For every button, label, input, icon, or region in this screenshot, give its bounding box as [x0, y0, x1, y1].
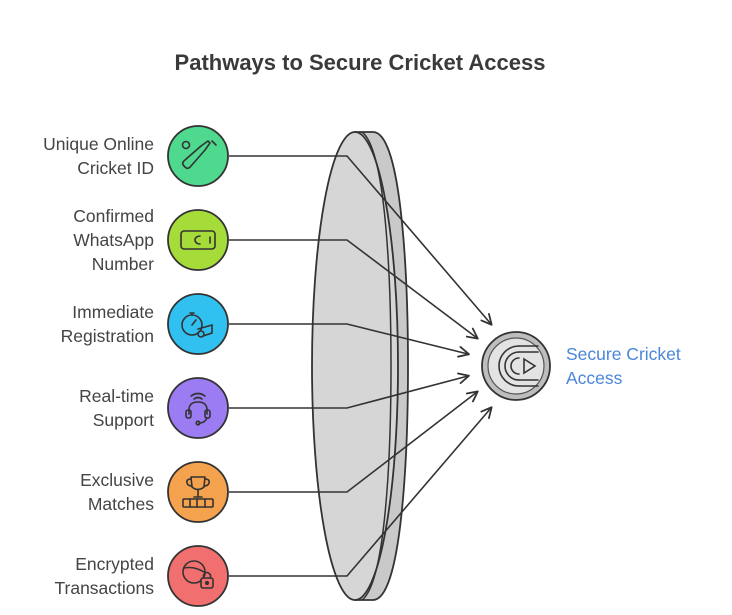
pathway-label-registration: Immediate Registration [60, 302, 154, 346]
pathway-label-matches: Exclusive Matches [80, 470, 154, 514]
connector-transactions [229, 406, 493, 577]
connector-matches [229, 390, 479, 493]
ball-lock-icon [167, 545, 229, 607]
headset-support-icon [167, 377, 229, 439]
trophy-icon [167, 461, 229, 523]
secure-access-icon [481, 331, 551, 401]
connector-whatsapp [229, 239, 479, 340]
diagram-title: Pathways to Secure Cricket Access [174, 50, 546, 75]
stopwatch-whistle-icon [167, 293, 229, 355]
pathway-label-unique-id: Unique Online Cricket ID [43, 134, 154, 178]
phone-card-icon [167, 209, 229, 271]
pathway-label-whatsapp: Confirmed WhatsApp Number [73, 206, 154, 274]
pathway-label-support: Real-time Support [79, 386, 154, 430]
target-label: Secure Cricket Access [566, 344, 681, 388]
connector-support [229, 372, 470, 409]
connector-registration [229, 323, 470, 358]
connector-unique-id [229, 155, 493, 326]
lens-shape [311, 131, 409, 601]
cricket-bat-icon [167, 125, 229, 187]
pathway-label-transactions: Encrypted Transactions [54, 554, 154, 598]
